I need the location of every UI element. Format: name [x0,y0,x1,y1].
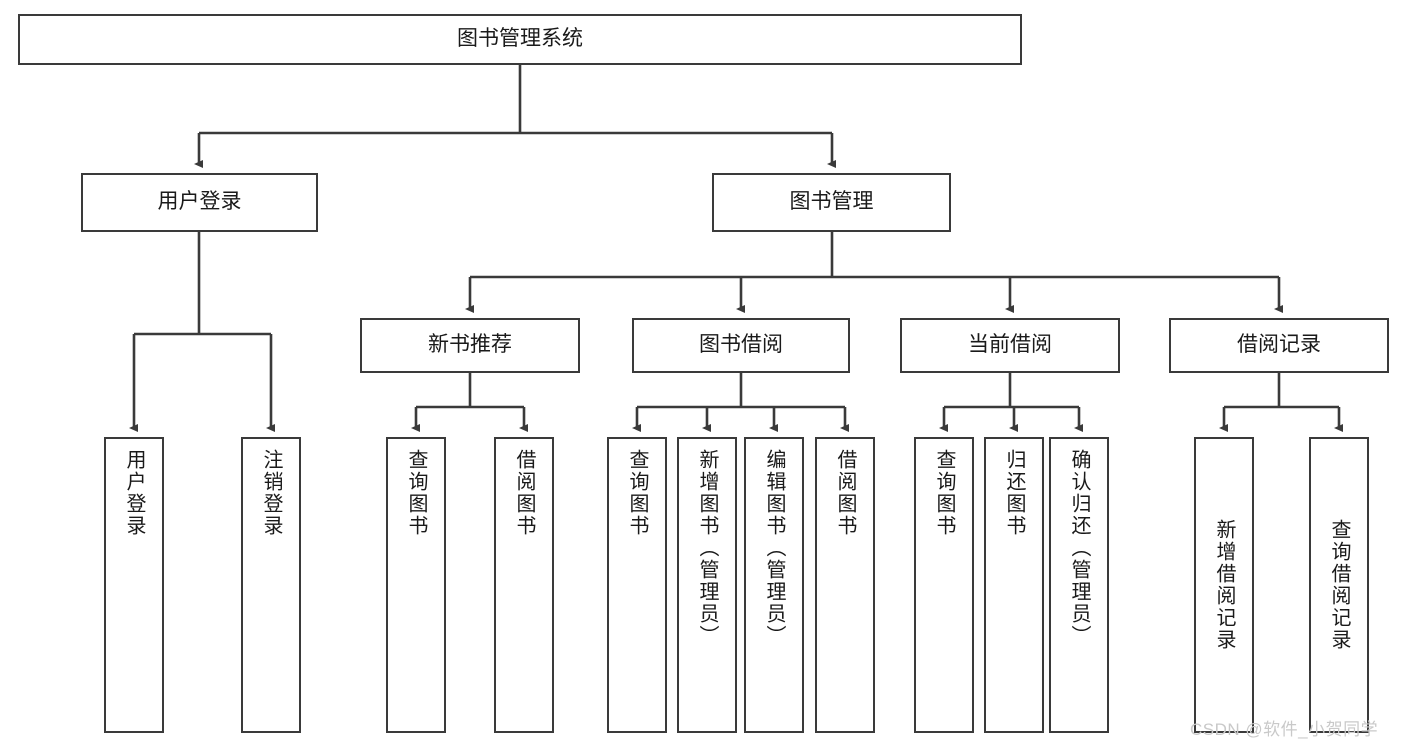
node-label: 图书管理系统 [457,27,583,51]
node-label: 查询借阅记录 [1328,519,1350,651]
node-book-borrow[interactable]: 图书借阅 [632,318,850,373]
node-leaf-current-query-book[interactable]: 查询图书 [914,437,974,733]
node-leaf-borrow-query-book[interactable]: 查询图书 [607,437,667,733]
node-leaf-borrow-add-book[interactable]: 新增图书（管理员） [677,437,737,733]
node-leaf-user-login-login[interactable]: 用户登录 [104,437,164,733]
node-label: 查询图书 [933,449,955,537]
node-new-book-recommend[interactable]: 新书推荐 [360,318,580,373]
node-label: 新增借阅记录 [1213,519,1235,651]
node-leaf-record-query-record[interactable]: 查询借阅记录 [1309,437,1369,733]
node-label: 用户登录 [123,449,145,537]
node-label: 注销登录 [260,449,282,537]
node-book-management[interactable]: 图书管理 [712,173,951,232]
node-root-system[interactable]: 图书管理系统 [18,14,1022,65]
node-label: 借阅图书 [513,449,535,537]
node-label: 新增图书（管理员） [696,449,718,647]
node-label: 图书管理 [789,190,874,214]
node-label: 确认归还（管理员） [1068,449,1090,647]
node-label: 新书推荐 [428,333,512,357]
node-user-login[interactable]: 用户登录 [81,173,318,232]
node-label: 查询图书 [405,449,427,537]
node-borrow-record[interactable]: 借阅记录 [1169,318,1389,373]
node-leaf-recommend-query-book[interactable]: 查询图书 [386,437,446,733]
node-label: 归还图书 [1003,449,1025,537]
node-label: 当前借阅 [968,333,1052,357]
node-label: 编辑图书（管理员） [763,449,785,647]
node-label: 查询图书 [626,449,648,537]
node-leaf-borrow-borrow-book[interactable]: 借阅图书 [815,437,875,733]
node-leaf-user-login-logout[interactable]: 注销登录 [241,437,301,733]
node-current-borrow[interactable]: 当前借阅 [900,318,1120,373]
node-label: 借阅图书 [834,449,856,537]
node-leaf-record-add-record[interactable]: 新增借阅记录 [1194,437,1254,733]
node-leaf-recommend-borrow-book[interactable]: 借阅图书 [494,437,554,733]
node-leaf-borrow-edit-book[interactable]: 编辑图书（管理员） [744,437,804,733]
csdn-watermark: CSDN @软件_小贺同学 [1190,720,1379,739]
node-label: 用户登录 [157,190,242,214]
node-leaf-current-return-book[interactable]: 归还图书 [984,437,1044,733]
node-label: 借阅记录 [1237,333,1321,357]
node-leaf-current-confirm-return[interactable]: 确认归还（管理员） [1049,437,1109,733]
node-label: 图书借阅 [699,333,783,357]
